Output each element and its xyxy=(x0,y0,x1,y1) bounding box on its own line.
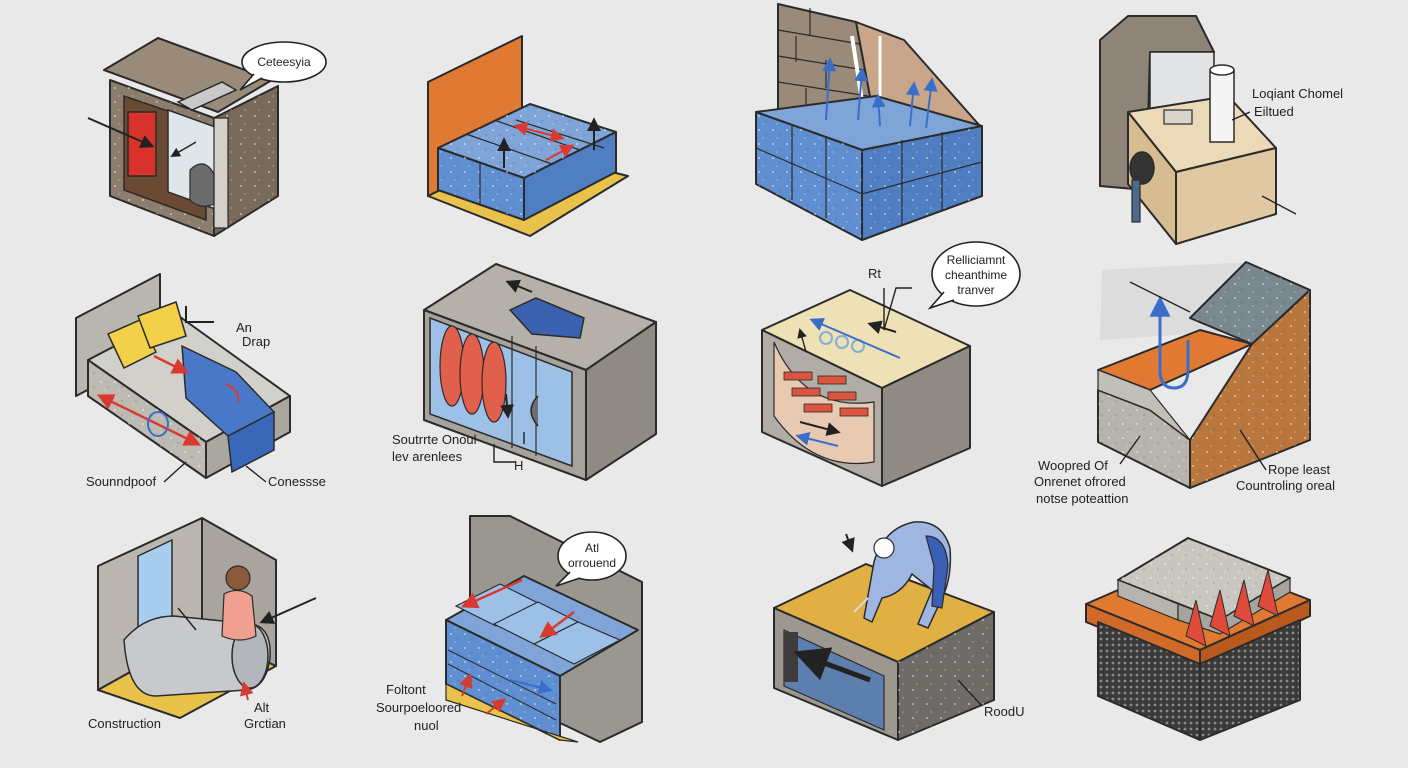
roll-label-left: Construction xyxy=(88,716,161,731)
panel-baffle-block xyxy=(1085,537,1311,741)
worker-roll-icon xyxy=(97,517,317,719)
pit-label: RoodU xyxy=(984,704,1024,719)
roll-label-right-line1: Alt xyxy=(254,700,270,715)
baffle-block-icon xyxy=(1085,537,1311,741)
layered-blocks-icon xyxy=(445,515,643,743)
speech-bubble: Relliciamnt cheanthime tranver xyxy=(927,241,1021,310)
blocks-bubble-line2: orrouend xyxy=(568,556,616,570)
trough-bubble-line3: tranver xyxy=(957,283,994,297)
mattress-label-left: Sounndpoof xyxy=(86,474,157,489)
roll-label-right-line2: Grctian xyxy=(244,716,286,731)
cabinet-label-line2: lev arenlees xyxy=(392,449,463,464)
footing-right-line2: Countroling oreal xyxy=(1236,478,1335,493)
cabinet-mark: H xyxy=(514,458,523,473)
trough-bubble-line2: cheanthime xyxy=(945,268,1007,282)
speech-bubble: Ceteesyia xyxy=(239,41,327,91)
panel-brick-wall xyxy=(755,3,983,241)
red-door xyxy=(127,111,157,177)
panel-insulation-blocks xyxy=(427,35,629,237)
panel-worker-roll: Construction Alt Grctian xyxy=(88,517,317,731)
panel-cabinet: Soutrrte Onoul lev arenlees H xyxy=(392,263,657,481)
duct-label-line2: Eiltued xyxy=(1254,104,1294,119)
footing-left-line1: Woopred Of xyxy=(1038,458,1108,473)
trough-mark: Rt xyxy=(868,266,881,281)
bubble-text: Ceteesyia xyxy=(257,55,311,69)
brick-wall-icon xyxy=(755,3,983,241)
mattress-top-line2: Drap xyxy=(242,334,270,349)
panel-mattress: An Drap Sounndpoof Conessse xyxy=(75,273,326,489)
footing-left-line2: Onrenet ofrored xyxy=(1034,474,1126,489)
panel-room-cutaway: Ceteesyia xyxy=(87,37,327,237)
trough-bubble-line1: Relliciamnt xyxy=(947,253,1006,267)
mattress-top-line1: An xyxy=(236,320,252,335)
blocks-label-line1: Foltont xyxy=(386,682,426,697)
footing-icon xyxy=(1097,261,1311,489)
duct-label-line1: Loqiant Chomel xyxy=(1252,86,1343,101)
speech-bubble: Atl orrouend xyxy=(555,531,627,587)
trough-icon xyxy=(761,287,971,487)
cabinet-label-line1: Soutrrte Onoul xyxy=(392,432,477,447)
cabinet-icon xyxy=(423,263,657,481)
room-cutaway-icon xyxy=(87,37,279,237)
blocks-label-line3: nuol xyxy=(414,718,439,733)
panel-trough: Rt Relliciamnt cheanthime tranver xyxy=(761,241,1021,487)
panel-worker-pit: RoodU xyxy=(773,521,1024,741)
footing-right-line1: Rope least xyxy=(1268,462,1331,477)
duct-box-icon xyxy=(1099,15,1297,245)
blocks-bubble-line1: Atl xyxy=(585,541,599,555)
panel-layered-blocks: Atl orrouend Foltont Sourpoeloored nuol xyxy=(376,515,643,743)
mattress-icon xyxy=(75,273,291,479)
worker-pit-icon xyxy=(773,521,995,741)
panel-footing: Woopred Of Onrenet ofrored notse poteatt… xyxy=(1034,261,1335,506)
mattress-label-right: Conessse xyxy=(268,474,326,489)
footing-left-line3: notse poteattion xyxy=(1036,491,1129,506)
blocks-label-line2: Sourpoeloored xyxy=(376,700,461,715)
insulation-blocks-icon xyxy=(427,35,629,237)
panel-duct-box: Loqiant Chomel Eiltued xyxy=(1099,15,1343,245)
